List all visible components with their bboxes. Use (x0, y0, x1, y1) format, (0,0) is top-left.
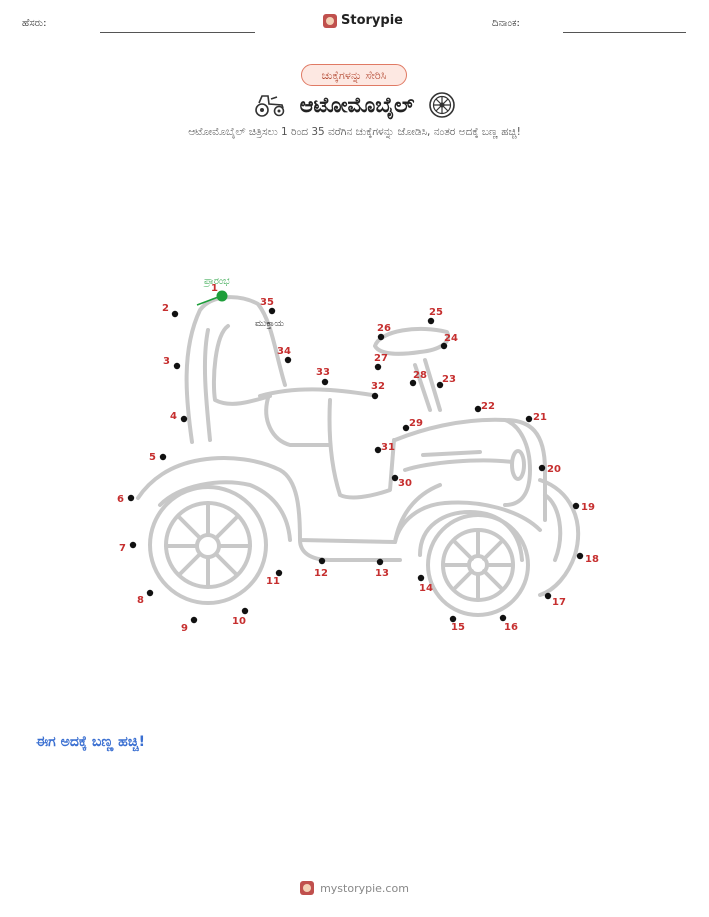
dot-number-3: 3 (163, 356, 170, 367)
dot-number-32: 32 (371, 381, 385, 392)
automobile-outline (136, 295, 581, 617)
dot-12[interactable] (318, 557, 326, 565)
dot-number-15: 15 (451, 622, 465, 633)
dot-number-6: 6 (117, 494, 124, 505)
dot-13[interactable] (376, 558, 384, 566)
dot-number-8: 8 (137, 595, 144, 606)
name-line[interactable] (100, 32, 255, 33)
dot-number-30: 30 (398, 478, 412, 489)
dot-20[interactable] (538, 464, 546, 472)
dot-30[interactable] (391, 474, 399, 482)
dot-26[interactable] (377, 333, 385, 341)
date-label: ದಿನಾಂಕ: (492, 18, 520, 29)
footer: mystorypie.com (0, 881, 709, 895)
activity-badge: ಚುಕ್ಕೆಗಳನ್ನು ಸೇರಿಸಿ (301, 64, 407, 86)
dot-19[interactable] (572, 502, 580, 510)
dot-number-29: 29 (409, 418, 423, 429)
title-row: ಆಟೋಮೊಬೈಲ್ (225, 88, 485, 122)
dot-3[interactable] (173, 362, 181, 370)
dot-number-16: 16 (504, 622, 518, 633)
dot-7[interactable] (129, 541, 137, 549)
dot-14[interactable] (417, 574, 425, 582)
dot-number-33: 33 (316, 367, 330, 378)
dot-number-11: 11 (266, 576, 280, 587)
dot-number-34: 34 (277, 346, 291, 357)
tractor-icon (254, 95, 284, 117)
dot-23[interactable] (436, 381, 444, 389)
dot-5[interactable] (159, 453, 167, 461)
dot-33[interactable] (321, 378, 329, 386)
date-line[interactable] (563, 32, 686, 33)
storypie-logo-icon (300, 881, 315, 895)
storypie-logo-icon (323, 13, 337, 28)
dot-16[interactable] (499, 614, 507, 622)
dot-15[interactable] (449, 615, 457, 623)
start-label: ಪ್ರಾರಂಭ (202, 276, 230, 287)
dot-number-12: 12 (314, 568, 328, 579)
dot-number-10: 10 (232, 616, 246, 627)
dot-number-31: 31 (381, 442, 395, 453)
color-it-prompt: ಈಗ ಅದಕ್ಕೆ ಬಣ್ಣ ಹಚ್ಚಿ! (36, 734, 146, 750)
dot-31[interactable] (374, 446, 382, 454)
dot-number-18: 18 (585, 554, 599, 565)
dot-22[interactable] (474, 405, 482, 413)
dot-4[interactable] (180, 415, 188, 423)
dot-35[interactable] (268, 307, 276, 315)
dot-number-26: 26 (377, 323, 391, 334)
dot-number-20: 20 (547, 464, 561, 475)
name-label: ಹೆಸರು: (22, 18, 47, 29)
dot-28[interactable] (409, 379, 417, 387)
brand-name: Storypie (341, 13, 403, 28)
dot-number-9: 9 (181, 623, 188, 634)
dot-number-25: 25 (429, 307, 443, 318)
dot-number-7: 7 (119, 543, 126, 554)
dot-number-14: 14 (419, 583, 433, 594)
dot-number-17: 17 (552, 597, 566, 608)
dot-2[interactable] (171, 310, 179, 318)
dot-number-22: 22 (481, 401, 495, 412)
dot-number-5: 5 (149, 452, 156, 463)
page-title: ಆಟೋಮೊಬೈಲ್ (299, 92, 415, 117)
dot-9[interactable] (190, 616, 198, 624)
dot-34[interactable] (284, 356, 292, 364)
dot-number-19: 19 (581, 502, 595, 513)
dot-number-2: 2 (162, 303, 169, 314)
dot-number-27: 27 (374, 353, 388, 364)
storypie-logo: Storypie (323, 13, 403, 28)
dot-number-35: 35 (260, 297, 274, 308)
wheel-icon (429, 92, 456, 118)
dot-11[interactable] (275, 569, 283, 577)
dot-32[interactable] (371, 392, 379, 400)
dot-21[interactable] (525, 415, 533, 423)
dot-number-24: 24 (444, 333, 458, 344)
dot-number-13: 13 (375, 568, 389, 579)
dot-17[interactable] (544, 592, 552, 600)
dot-24[interactable] (440, 342, 448, 350)
dot-18[interactable] (576, 552, 584, 560)
instructions: ಆಟೋಮೊಬೈಲ್ ಚಿತ್ರಿಸಲು 1 ರಿಂದ 35 ವರೆಗಿನ ಚುಕ… (188, 126, 521, 138)
dot-number-28: 28 (413, 370, 427, 381)
dot-number-23: 23 (442, 374, 456, 385)
dot-8[interactable] (146, 589, 154, 597)
footer-url[interactable]: mystorypie.com (320, 881, 409, 895)
dot-27[interactable] (374, 363, 382, 371)
dot-6[interactable] (127, 494, 135, 502)
dot-10[interactable] (241, 607, 249, 615)
dot-29[interactable] (402, 424, 410, 432)
dot-25[interactable] (427, 317, 435, 325)
dot-number-1: 1 (211, 283, 218, 294)
start-dot[interactable] (216, 290, 228, 302)
dot-number-4: 4 (170, 411, 177, 422)
dot-number-21: 21 (533, 412, 547, 423)
end-label: ಮುಕ್ತಾಯ (255, 319, 284, 329)
